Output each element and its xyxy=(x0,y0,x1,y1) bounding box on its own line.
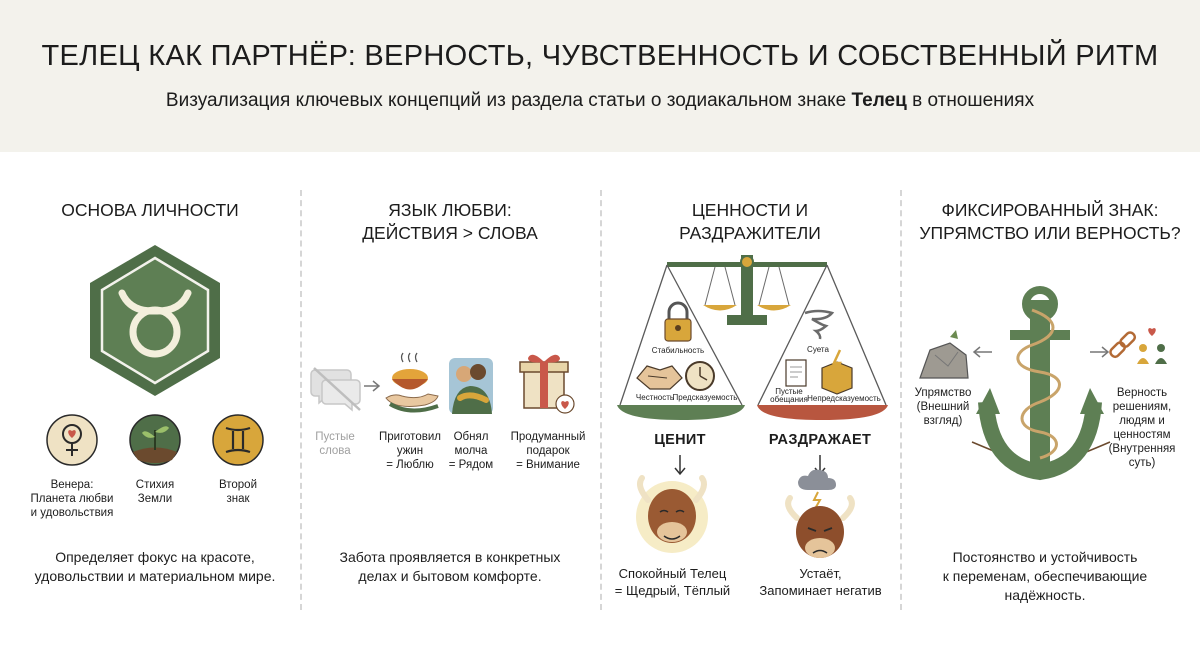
anchor-icon xyxy=(971,286,1111,481)
arrow-left-icon xyxy=(972,346,992,358)
tornado-icon xyxy=(804,309,835,340)
column-title-fixed-sign: ФИКСИРОВАННЫЙ ЗНАК: УПРЯМСТВО ИЛИ ВЕРНОС… xyxy=(919,200,1181,243)
tired-bull-icon xyxy=(785,469,855,558)
box-lightning-icon xyxy=(821,349,853,395)
love-language-description: Забота проявляется в конкретных делах и … xyxy=(339,549,561,584)
page-title: ТЕЛЕЦ КАК ПАРТНЁР: ВЕРНОСТЬ, ЧУВСТВЕННОС… xyxy=(41,40,1159,72)
dinner-hand-icon xyxy=(385,352,439,413)
column-divider xyxy=(300,190,302,610)
gift-label: Продуманный подарок = Внимание xyxy=(510,431,586,471)
honesty-label: Честность xyxy=(636,393,674,402)
header-band xyxy=(0,0,1200,152)
family-icon xyxy=(1137,328,1167,364)
venus-heart-icon xyxy=(46,414,98,466)
irritants-label: РАЗДРАЖАЕТ xyxy=(768,432,872,448)
fixed-sign-description: Постоянство и устойчивость к переменам, … xyxy=(942,549,1148,603)
handshake-icon xyxy=(636,365,683,390)
stability-label: Стабильность xyxy=(652,346,704,355)
column-divider xyxy=(900,190,902,610)
empty-promises-line1: Пустые xyxy=(775,387,803,396)
taurus-badge-icon xyxy=(90,245,220,396)
arrow-right-icon xyxy=(364,380,381,392)
earth-label: Стихия Земли xyxy=(135,479,175,505)
stubbornness-label: Упрямство (Внешний взгляд) xyxy=(914,387,972,427)
hugged-label: Обнял молча = Рядом xyxy=(448,431,494,471)
gemini-icon xyxy=(212,414,264,466)
column-divider xyxy=(600,190,602,610)
loyalty-label: Верность решениям, людям и ценностям (Вн… xyxy=(1108,387,1176,469)
document-icon xyxy=(785,359,807,387)
column-title-personality-base: ОСНОВА ЛИЧНОСТИ xyxy=(61,200,239,220)
clock-icon xyxy=(685,361,715,391)
values-label: ЦЕНИТ xyxy=(654,432,706,448)
personality-description: Определяет фокус на красоте, удовольстви… xyxy=(34,549,276,584)
chain-icon xyxy=(1109,331,1137,359)
arrow-right-icon xyxy=(1090,346,1110,358)
empty-promises-line2: обещания xyxy=(770,395,808,404)
page-subtitle: Визуализация ключевых концепций из разде… xyxy=(165,90,1035,111)
empty-words-label: Пустые слова xyxy=(315,431,355,457)
gift-icon xyxy=(519,354,575,414)
column-title-values: ЦЕННОСТИ И РАЗДРАЖИТЕЛИ xyxy=(679,200,821,243)
lock-icon xyxy=(664,301,692,342)
predictability-label: Предсказуемость xyxy=(673,393,738,402)
hug-icon xyxy=(449,358,493,414)
balance-scale-icon xyxy=(617,255,888,420)
arrow-down-icon xyxy=(674,455,686,476)
second-sign-label: Второй знак xyxy=(218,479,258,505)
crossed-speech-icon xyxy=(310,367,361,412)
cooked-dinner-label: Приготовил ужин = Люблю xyxy=(379,431,441,471)
calm-bull-icon xyxy=(636,475,708,553)
venus-label: Венера: Планета любви и удовольствия xyxy=(30,479,114,519)
subtitle-highlight: Телец xyxy=(851,90,907,111)
fuss-label: Суета xyxy=(807,345,829,354)
tired-taurus-text: Устаёт, Запоминает негатив xyxy=(759,566,882,598)
column-title-love-language: ЯЗЫК ЛЮБВИ: ДЕЙСТВИЯ > СЛОВА xyxy=(362,200,538,243)
earth-sprout-icon xyxy=(129,414,181,466)
calm-taurus-text: Спокойный Телец = Щедрый, Тёплый xyxy=(614,566,731,598)
unpredictability-label: Непредсказуемость xyxy=(807,394,881,403)
rock-icon xyxy=(919,330,969,379)
